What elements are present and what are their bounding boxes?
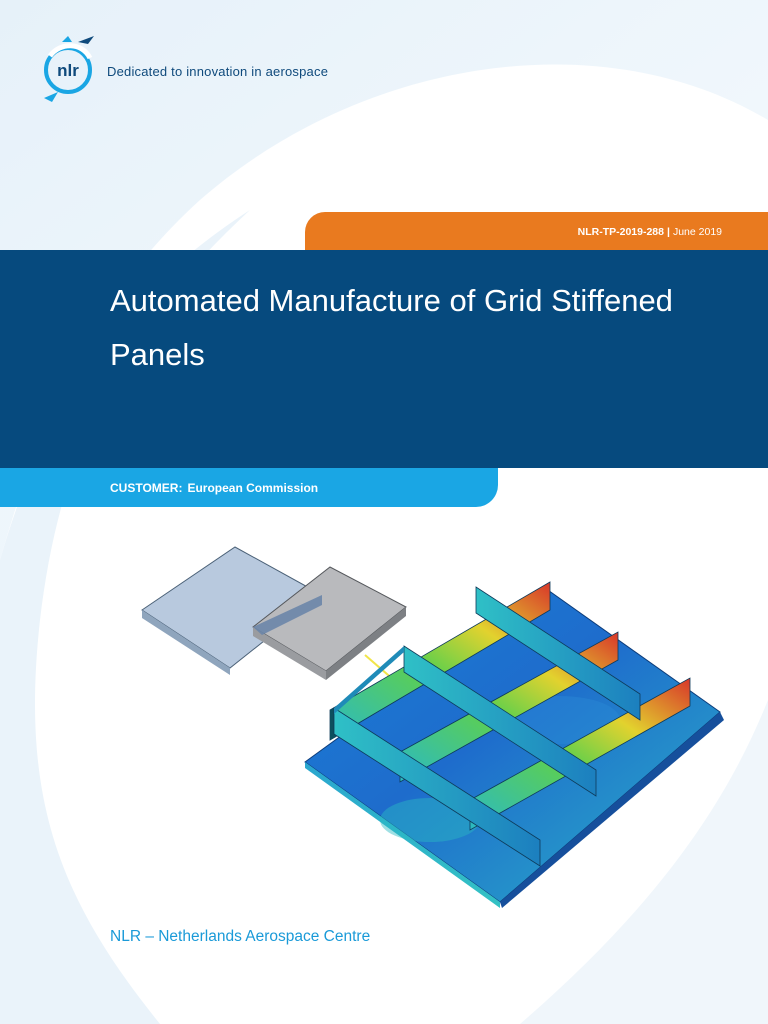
customer-line: CUSTOMER: European Commission [110, 481, 318, 495]
logo-text: nlr [57, 61, 79, 80]
customer-label: CUSTOMER: [110, 481, 183, 495]
report-reference: NLR-TP-2019-288|June 2019 [578, 226, 722, 238]
document-title: Automated Manufacture of Grid Stiffened … [110, 283, 673, 372]
tagline: Dedicated to innovation in aerospace [107, 64, 329, 79]
footer-organization: NLR – Netherlands Aerospace Centre [110, 928, 371, 945]
transverse-ribs [333, 586, 641, 867]
nlr-logo: nlr [44, 36, 94, 102]
flat-panels [141, 546, 407, 680]
customer-band: CUSTOMER: European Commission [0, 468, 498, 507]
grid-stiffened-panel-illustration [141, 546, 724, 908]
report-reference-bar: NLR-TP-2019-288|June 2019 [305, 212, 768, 252]
customer-value: European Commission [187, 481, 319, 495]
report-date: June 2019 [672, 226, 722, 238]
report-number: NLR-TP-2019-288 [577, 226, 664, 238]
report-separator: | [667, 226, 670, 238]
title-band: Automated Manufacture of Grid Stiffened … [0, 250, 768, 468]
